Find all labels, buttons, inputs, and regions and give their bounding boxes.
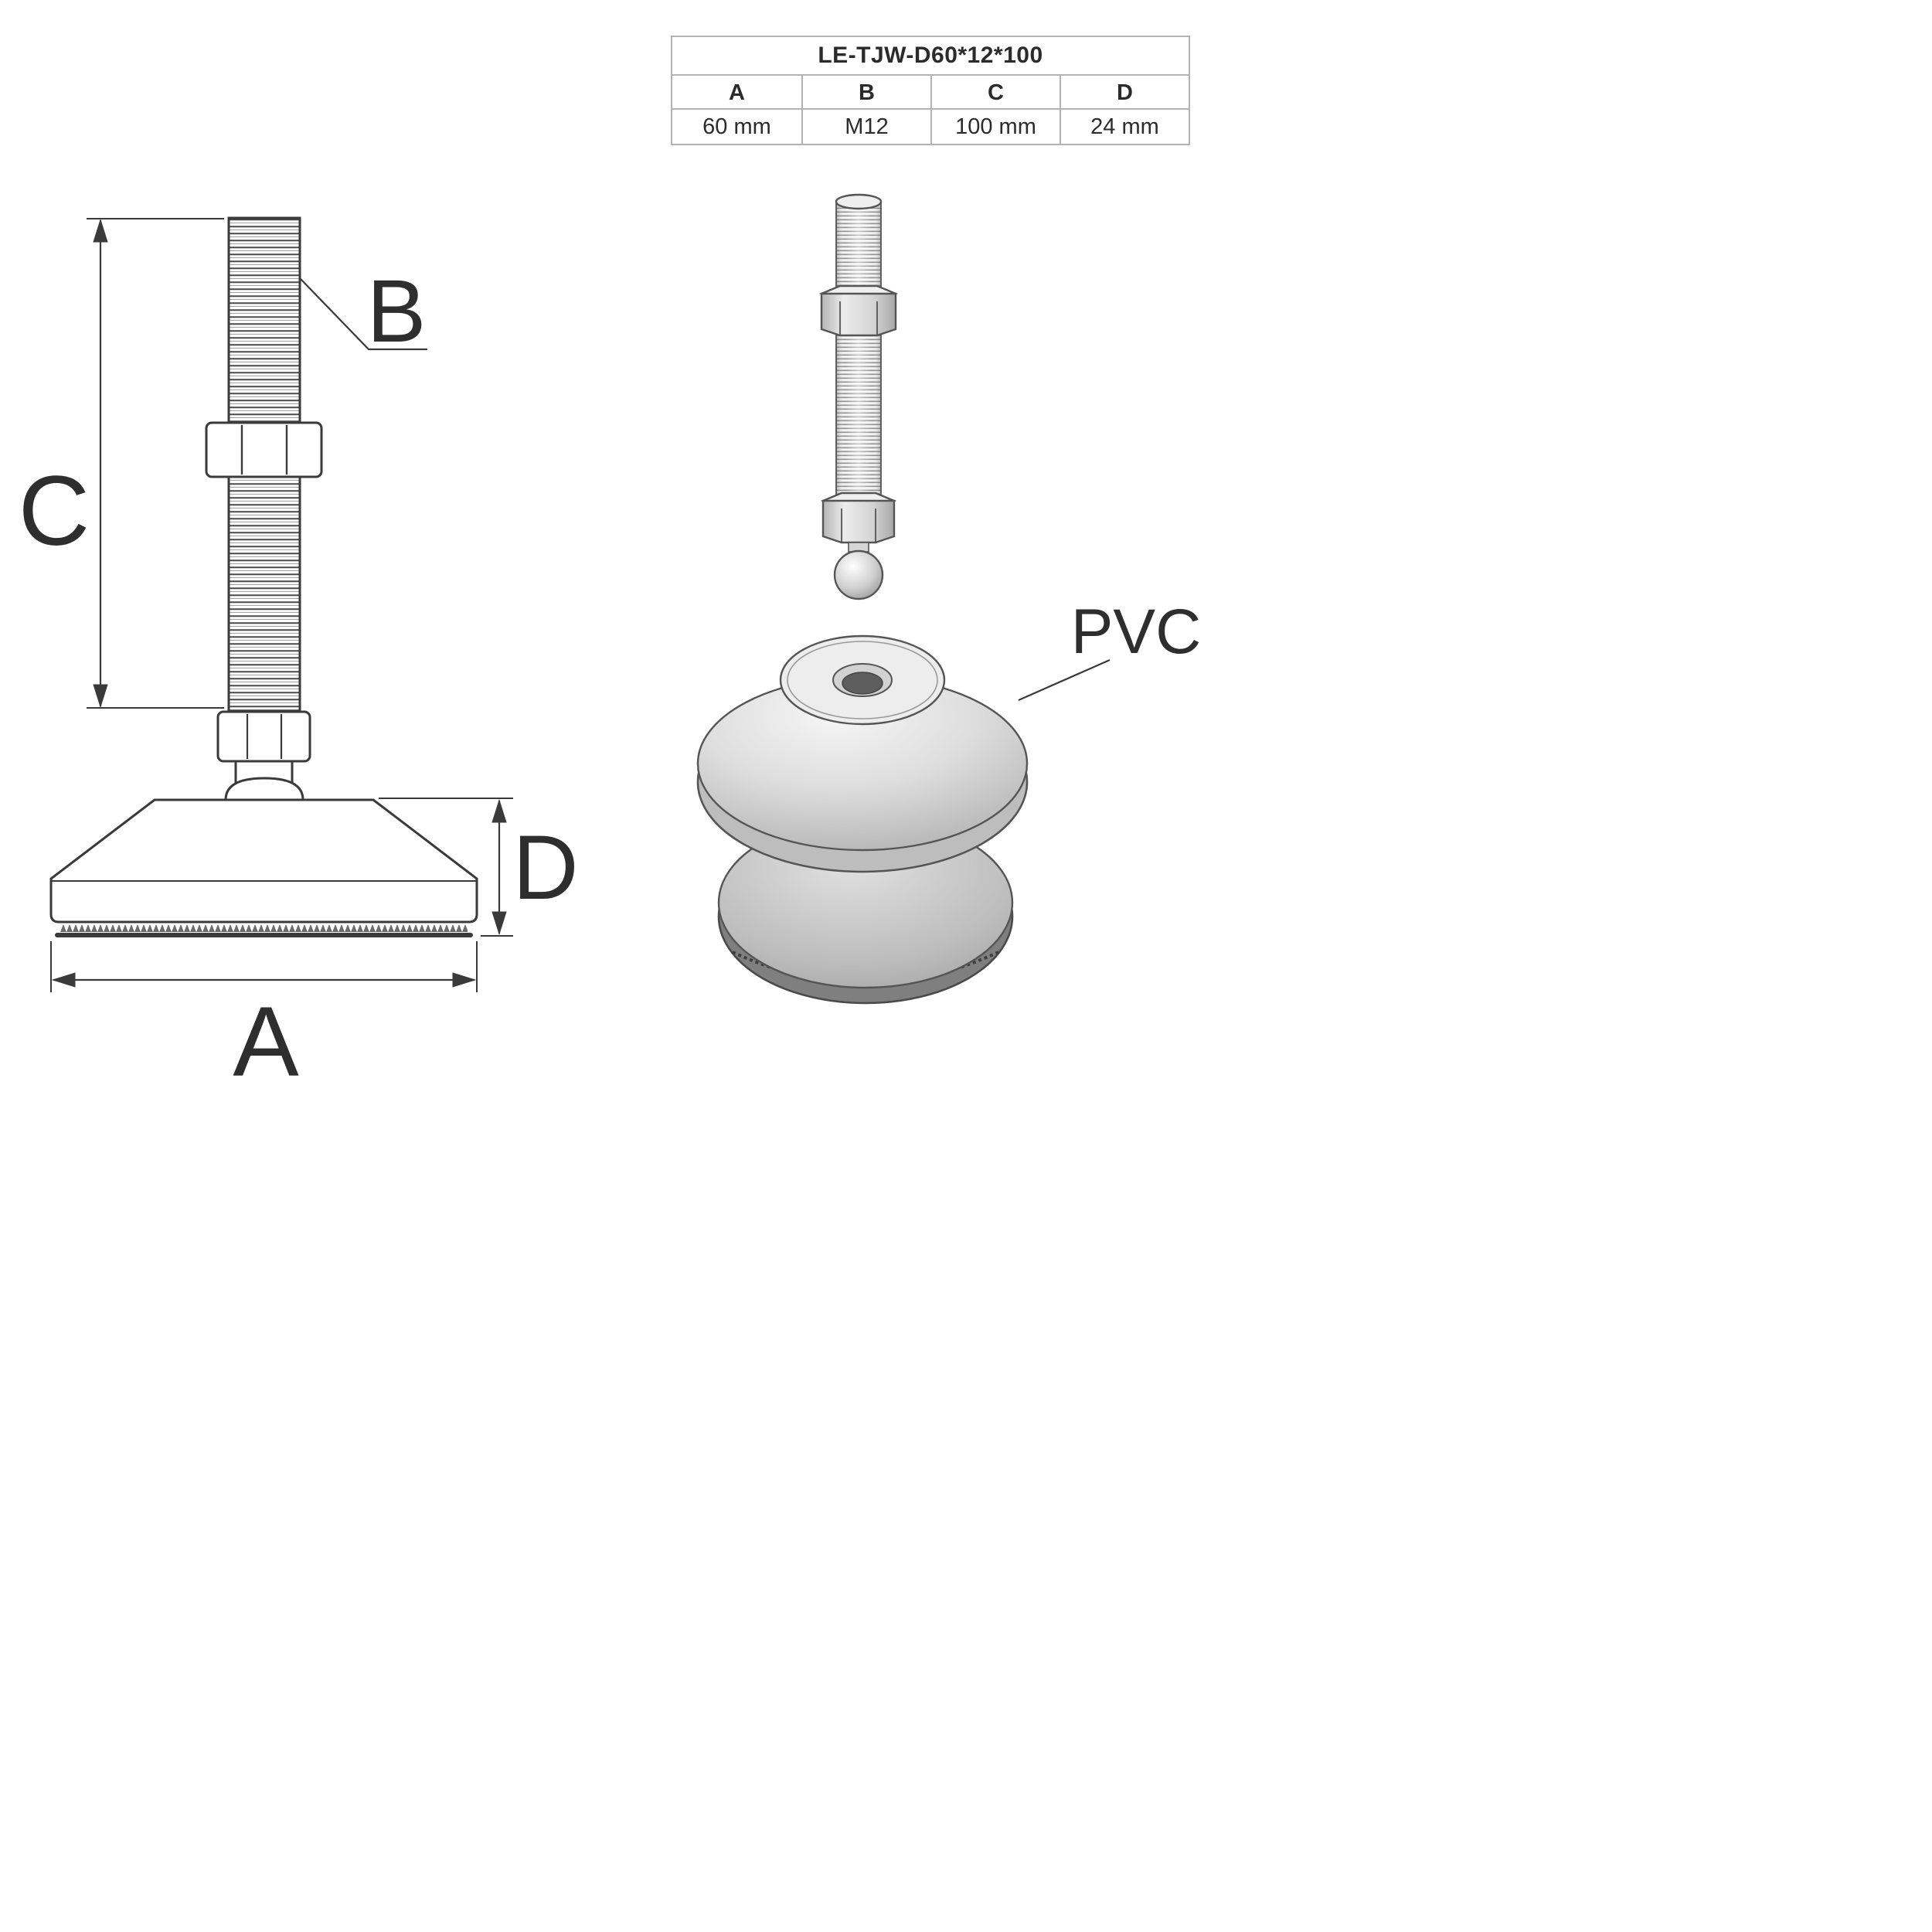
stud-3d bbox=[835, 193, 883, 542]
dimension-c: C bbox=[19, 218, 224, 709]
pvc-annotation: PVC bbox=[1018, 597, 1202, 702]
hex-nut-lower-3d bbox=[820, 492, 897, 544]
ball-joint-3d bbox=[833, 549, 884, 600]
foot-base-2d bbox=[49, 798, 478, 923]
dim-label-a: A bbox=[233, 987, 299, 1097]
spec-col-a: A bbox=[672, 76, 801, 110]
spec-table-title: LE-TJW-D60*12*100 bbox=[672, 37, 1189, 76]
spec-col-c: C bbox=[930, 76, 1060, 110]
dimension-b: B bbox=[299, 262, 427, 361]
spec-col-b: B bbox=[801, 76, 930, 110]
dimension-a: A bbox=[50, 941, 478, 1097]
hex-nut-lower-2d bbox=[216, 710, 311, 763]
dim-label-c: C bbox=[19, 456, 90, 566]
left-technical-drawing: C B A D bbox=[19, 216, 579, 1097]
dim-label-d: D bbox=[512, 817, 578, 919]
dim-label-b: B bbox=[367, 262, 427, 361]
material-label: PVC bbox=[1071, 597, 1202, 667]
ball-housing-2d bbox=[224, 777, 304, 801]
spec-table-value-row: 60 mm M12 100 mm 24 mm bbox=[672, 110, 1189, 144]
spec-col-d: D bbox=[1060, 76, 1189, 110]
spec-table: LE-TJW-D60*12*100 A B C D 60 mm M12 100 … bbox=[671, 36, 1190, 145]
hex-nut-upper-3d bbox=[818, 284, 899, 337]
spec-value-d: 24 mm bbox=[1060, 110, 1189, 144]
isometric-exploded-view: PVC bbox=[696, 193, 1202, 1005]
rubber-pad-2d bbox=[55, 924, 473, 937]
spec-table-header-row: A B C D bbox=[672, 76, 1189, 110]
pvc-cap-3d bbox=[696, 634, 1029, 873]
cap-center-hole bbox=[842, 672, 883, 695]
spec-value-a: 60 mm bbox=[702, 114, 771, 139]
spec-value-b: M12 bbox=[801, 110, 930, 144]
hex-nut-upper-2d bbox=[205, 421, 323, 478]
spec-value-c: 100 mm bbox=[930, 110, 1060, 144]
dimension-d: D bbox=[379, 798, 579, 937]
